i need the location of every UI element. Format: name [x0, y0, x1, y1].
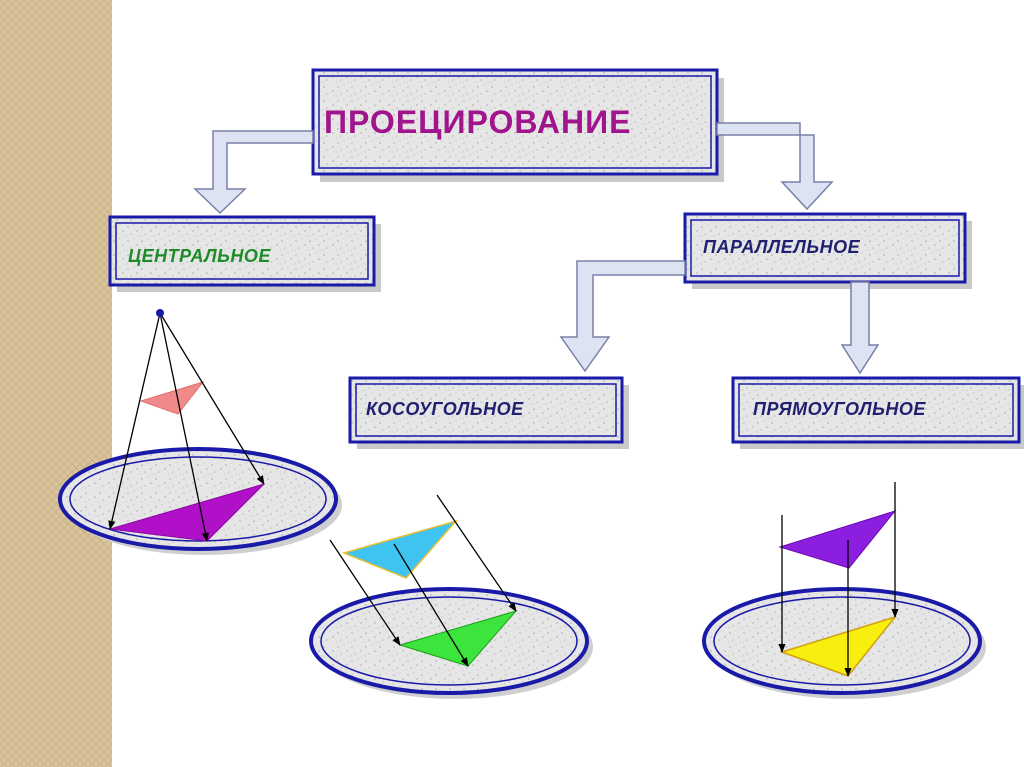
oblique-source-triangle — [341, 519, 459, 579]
projection-center-point — [156, 309, 164, 317]
central-source-triangle — [139, 381, 205, 415]
orthogonal-box — [731, 376, 1024, 449]
oblique-projection-illustration — [309, 494, 593, 699]
central-box — [108, 215, 381, 292]
orthogonal-projection-illustration — [702, 482, 986, 699]
orthogonal-node-label: ПРЯМОУГОЛЬНОЕ — [753, 399, 926, 419]
root-node-label: ПРОЕЦИРОВАНИЕ — [324, 104, 632, 140]
left-texture-strip — [0, 0, 112, 767]
oblique-projected-triangle — [398, 610, 518, 667]
oblique-box — [348, 376, 629, 449]
arrow-root-to-parallel — [716, 122, 834, 211]
central-projection-illustration — [58, 309, 342, 555]
arrow-parallel-to-orthogonal — [840, 281, 880, 375]
arrow-root-to-central — [193, 130, 314, 215]
parallel-node-label: ПАРАЛЛЕЛЬНОЕ — [703, 237, 861, 257]
orthogonal-projected-triangle — [779, 615, 898, 677]
parallel-box — [683, 212, 972, 289]
orthogonal-source-triangle — [778, 510, 897, 569]
central-node-label: ЦЕНТРАЛЬНОЕ — [128, 246, 271, 266]
oblique-node-label: КОСОУГОЛЬНОЕ — [366, 399, 524, 419]
arrow-parallel-to-oblique — [559, 260, 686, 373]
root-box — [311, 68, 724, 182]
central-projected-triangle — [109, 483, 265, 542]
